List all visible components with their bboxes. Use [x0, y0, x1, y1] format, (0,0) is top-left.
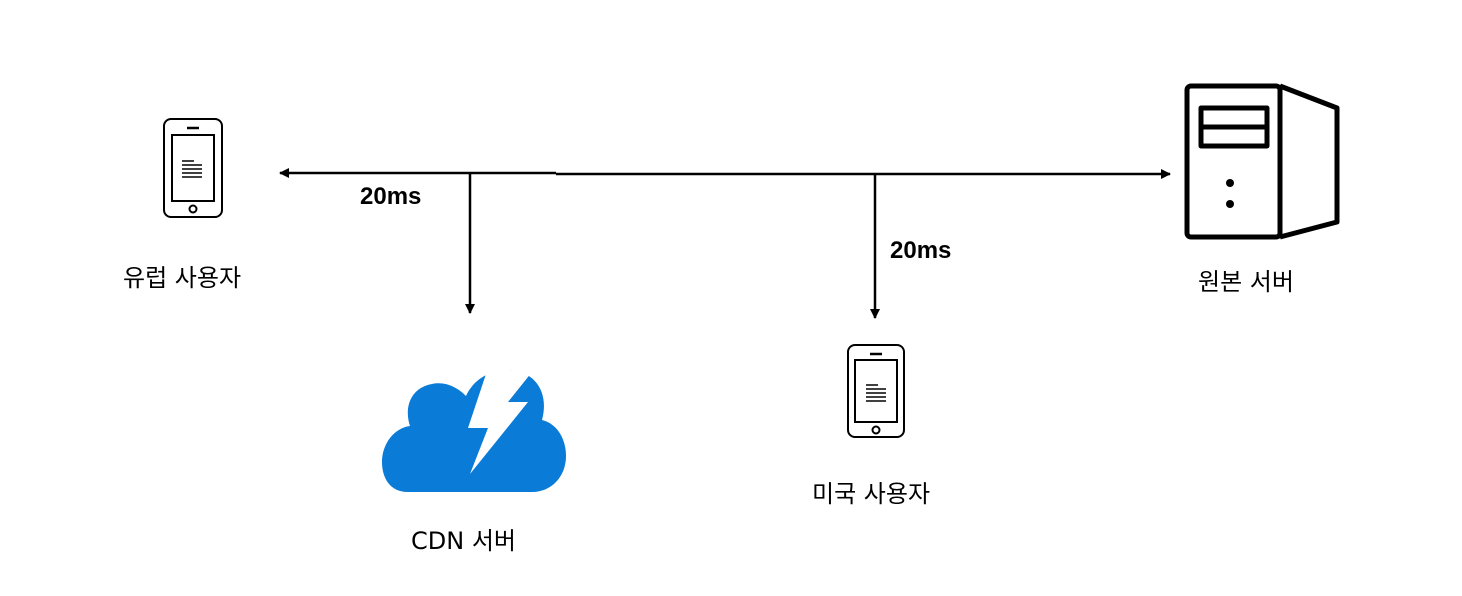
smartphone-icon: [847, 344, 905, 438]
server-tower-icon: [1184, 83, 1340, 240]
connectors: [279, 168, 1171, 319]
us-latency-label: 20ms: [890, 237, 952, 264]
cloud-lightning-icon: [382, 368, 566, 492]
smartphone-icon: [163, 118, 223, 218]
europe-user-label: 유럽 사용자: [123, 264, 242, 292]
cdn-server-label: CDN 서버: [411, 527, 516, 555]
europe-latency-label: 20ms: [360, 183, 422, 210]
us-user-label: 미국 사용자: [812, 480, 931, 508]
origin-server-label: 원본 서버: [1198, 268, 1294, 296]
